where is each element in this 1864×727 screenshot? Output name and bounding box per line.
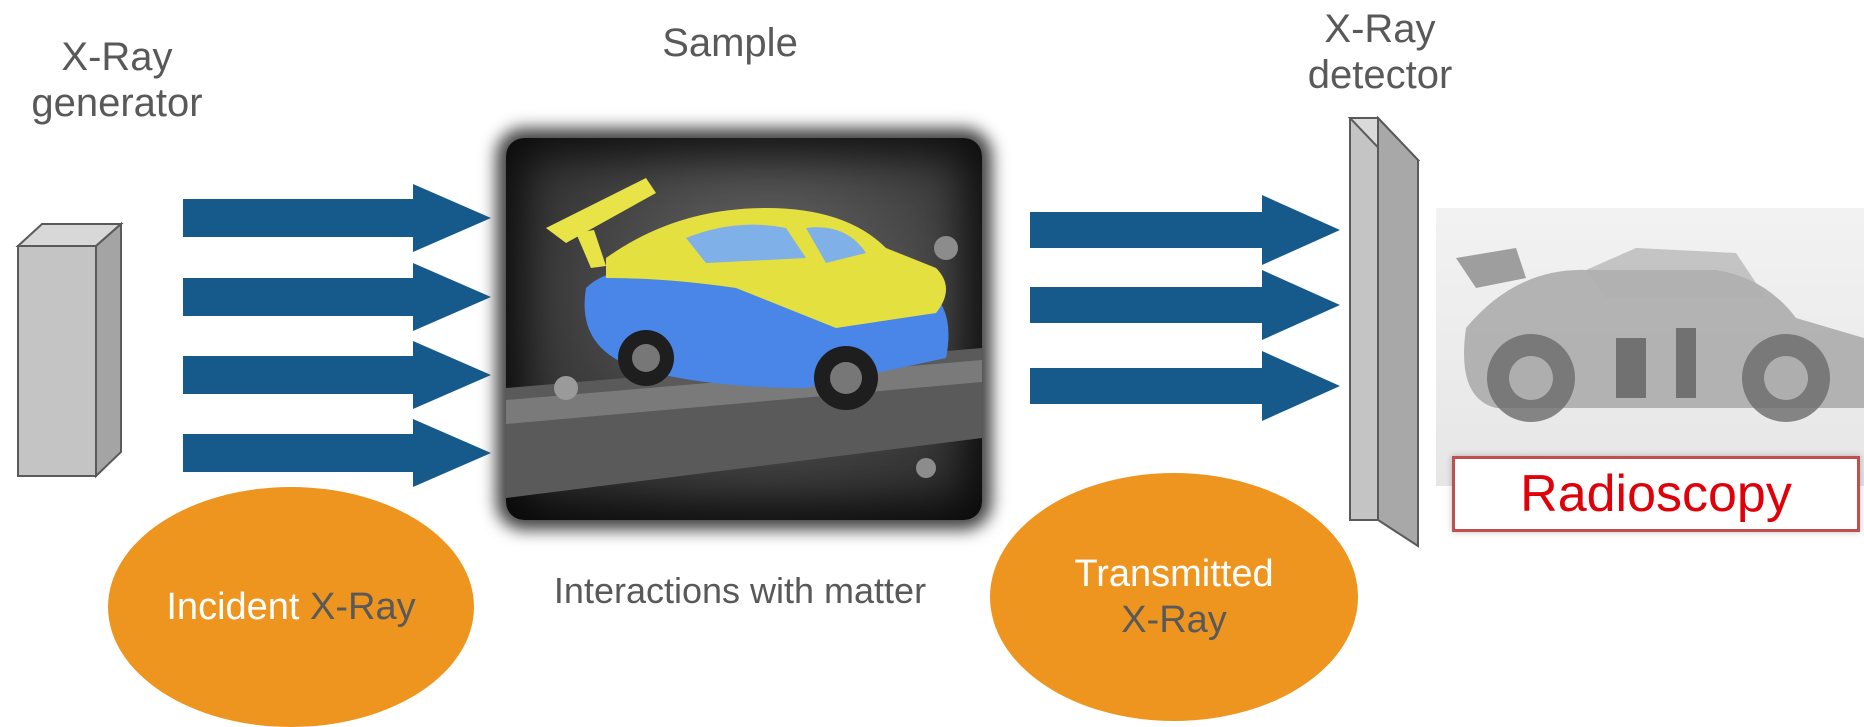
radioscopy-label-box: Radioscopy [1452, 456, 1860, 532]
sample-photo [506, 138, 982, 520]
transmitted-xray-oval: Transmitted X-Ray [990, 473, 1358, 721]
interactions-with-matter-label: Interactions with matter [553, 570, 927, 611]
xray-detector-label: X-Ray detector [1265, 6, 1495, 98]
transmitted-xray-word: X-Ray [1121, 599, 1227, 641]
sample-label: Sample [662, 21, 798, 65]
xray-generator-label-line2: generator [31, 81, 203, 125]
incident-xray-oval: Incident X-Ray [108, 487, 474, 727]
xray-detector-label-line2: detector [1307, 53, 1453, 97]
toy-car-image [506, 178, 982, 498]
xray-generator-label: X-Ray generator [2, 34, 232, 126]
xray-generator-label-line1: X-Ray [61, 35, 173, 79]
transmitted-arrow [1030, 351, 1340, 421]
incident-arrows [183, 184, 491, 487]
xray-car-silhouette [1456, 248, 1864, 422]
transmitted-arrows [1030, 195, 1340, 421]
incident-arrow [183, 184, 491, 252]
xray-generator-box [15, 221, 124, 479]
radioscopy-label: Radioscopy [1520, 465, 1792, 523]
transmitted-word: Transmitted [1074, 553, 1274, 595]
radioscopy-image [1436, 208, 1864, 486]
xray-detector-plate [1347, 115, 1421, 548]
incident-arrow [183, 419, 491, 487]
incident-xray-word: X-Ray [310, 586, 416, 628]
incident-word: Incident [166, 586, 311, 628]
transmitted-arrow [1030, 195, 1340, 265]
transmitted-arrow [1030, 270, 1340, 340]
incident-xray-text: Incident X-Ray [166, 584, 415, 630]
incident-arrow [183, 263, 491, 331]
xray-detector-label-line1: X-Ray [1324, 7, 1436, 51]
incident-arrow [183, 341, 491, 409]
transmitted-xray-text: Transmitted X-Ray [1074, 551, 1273, 643]
